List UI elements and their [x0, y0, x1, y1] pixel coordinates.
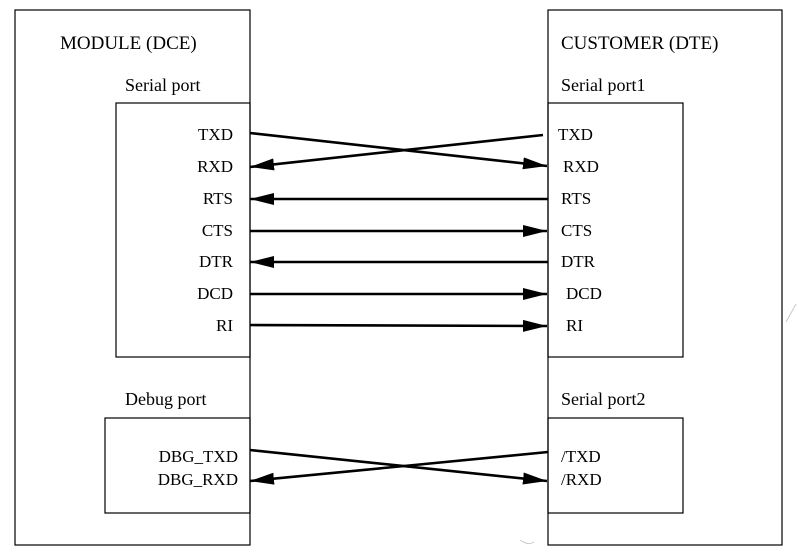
module-signal-rxd: RXD — [197, 157, 233, 176]
customer-signal-rts: RTS — [561, 189, 591, 208]
customer-signal-txd: TXD — [558, 125, 593, 144]
wire-module-ri-to-customer-ri — [249, 319, 548, 332]
customer-signal-port2-rxd: /RXD — [561, 470, 602, 489]
module-signal-dbg-rxd: DBG_RXD — [158, 470, 238, 489]
module-signal-ri: RI — [216, 316, 233, 335]
module-signal-dcd: DCD — [197, 284, 233, 303]
module-signal-dtr: DTR — [199, 252, 234, 271]
module-signal-rts: RTS — [203, 189, 233, 208]
wire-customer-port2-txd-to-module-dbg-rxd — [249, 450, 549, 485]
customer-serial-port1-label: Serial port1 — [561, 75, 645, 95]
watermark-stroke — [785, 303, 797, 323]
module-title: MODULE (DCE) — [60, 33, 197, 54]
module-serial-port-label: Serial port — [125, 75, 200, 95]
customer-title: CUSTOMER (DTE) — [561, 33, 718, 54]
module-signal-dbg-txd: DBG_TXD — [159, 447, 238, 466]
module-debug-port-box — [104, 417, 251, 514]
module-signal-txd: TXD — [198, 125, 233, 144]
customer-signal-dcd: DCD — [566, 284, 602, 303]
customer-signal-port2-txd: /TXD — [561, 447, 601, 466]
customer-signal-rxd: RXD — [563, 157, 599, 176]
customer-serial-port1-box — [547, 102, 684, 358]
customer-serial-port2-box — [547, 417, 684, 514]
customer-signal-dtr: DTR — [561, 252, 596, 271]
wire-customer-txd-to-module-rxd — [249, 133, 544, 171]
module-signal-cts: CTS — [202, 221, 233, 240]
customer-signal-ri: RI — [566, 316, 583, 335]
customer-serial-port2-label: Serial port2 — [561, 389, 645, 409]
customer-signal-cts: CTS — [561, 221, 592, 240]
watermark-stroke-bottom — [519, 539, 535, 545]
module-debug-port-label: Debug port — [125, 389, 206, 409]
